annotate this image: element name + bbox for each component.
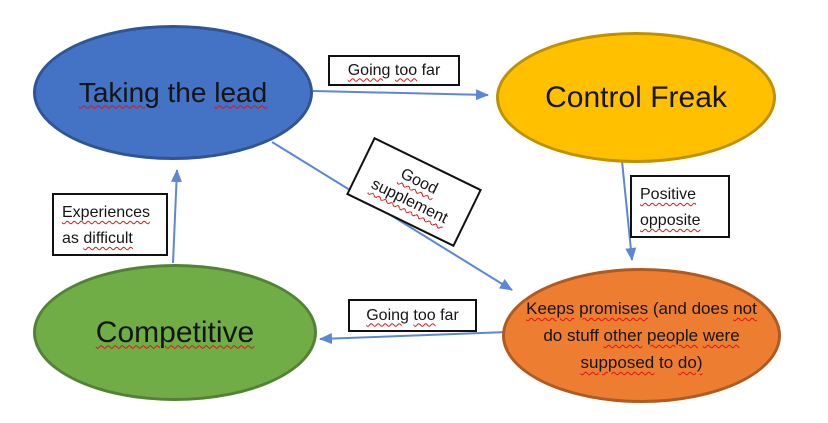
node-taking-the-lead-label: Taking the lead <box>78 76 268 108</box>
node-keeps-promises-line-1: Keeps promises (and does not <box>526 299 757 318</box>
edge-label-text: Going too far <box>366 306 459 324</box>
node-keeps-promises[interactable]: Keeps promises (and does not do stuff ot… <box>502 268 781 403</box>
arrow-competitive-to-taking[interactable] <box>170 169 182 264</box>
edge-label-going-too-far-top[interactable]: Going too far <box>328 55 460 86</box>
edge-label-text: Going too far <box>347 61 441 79</box>
edge-label-text: Experiences <box>62 204 151 221</box>
edge-label-text: Positive <box>640 186 697 203</box>
node-control-freak-label: Control Freak <box>545 80 727 114</box>
node-competitive-label: Competitive <box>95 315 255 349</box>
edge-label-going-too-far-bottom[interactable]: Going too far <box>348 299 477 332</box>
node-control-freak[interactable]: Control Freak <box>496 32 776 163</box>
node-keeps-promises-line-2: do stuff other people were <box>543 326 740 345</box>
edge-label-text: as difficult <box>62 230 133 247</box>
edge-label-experiences-as-difficult[interactable]: Experiences as difficult <box>52 193 168 256</box>
arrow-keeps-promises-to-competitive[interactable] <box>319 331 509 345</box>
node-keeps-promises-line-3: supposed to do) <box>580 353 703 372</box>
node-competitive[interactable]: Competitive <box>33 264 317 401</box>
arrow-taking-to-control[interactable] <box>312 89 489 101</box>
node-taking-the-lead[interactable]: Taking the lead <box>33 25 313 160</box>
edge-label-text: opposite <box>640 212 701 229</box>
arrow-control-to-keeps-promises[interactable] <box>621 160 637 261</box>
edge-label-positive-opposite[interactable]: Positive opposite <box>630 175 730 238</box>
